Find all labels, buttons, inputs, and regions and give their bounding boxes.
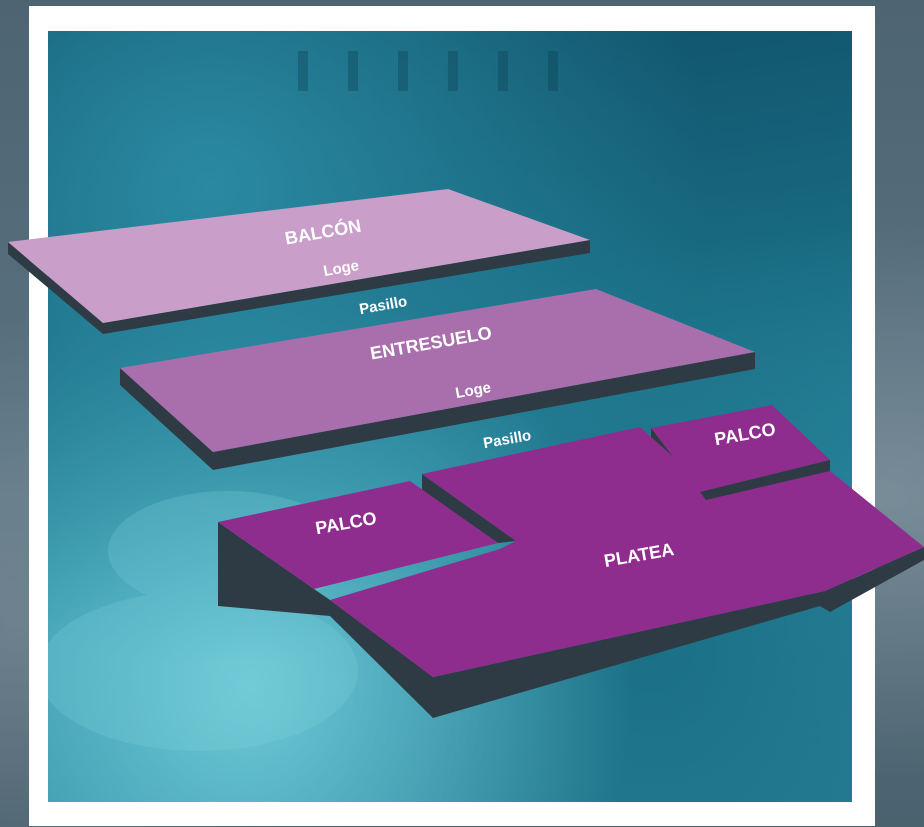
balcon-top [8,189,590,323]
entresuelo-shadow [120,352,755,470]
platea-section[interactable] [218,405,924,718]
stage-floor-highlight [48,591,358,751]
entresuelo-top [120,289,755,452]
palco-left-step [422,474,516,543]
stage-light [548,51,558,91]
balcon-section[interactable] [8,189,590,334]
entresuelo-loge-label: Loge [454,379,492,402]
stage-light [498,51,508,91]
stage-light [398,51,408,91]
stage-light [348,51,358,91]
palco-right-top[interactable] [651,405,830,492]
platea-shadow [218,522,924,718]
balcon-loge-label: Loge [322,257,360,280]
palco-right-edge [700,460,830,500]
pasillo-1-label: Pasillo [358,293,409,318]
entresuelo-section[interactable] [120,289,755,470]
platea-top [330,427,924,677]
pasillo-2-label: Pasillo [482,427,533,452]
stage-light [448,51,458,91]
stage-light [298,51,308,91]
palco-left-top[interactable] [218,481,498,589]
